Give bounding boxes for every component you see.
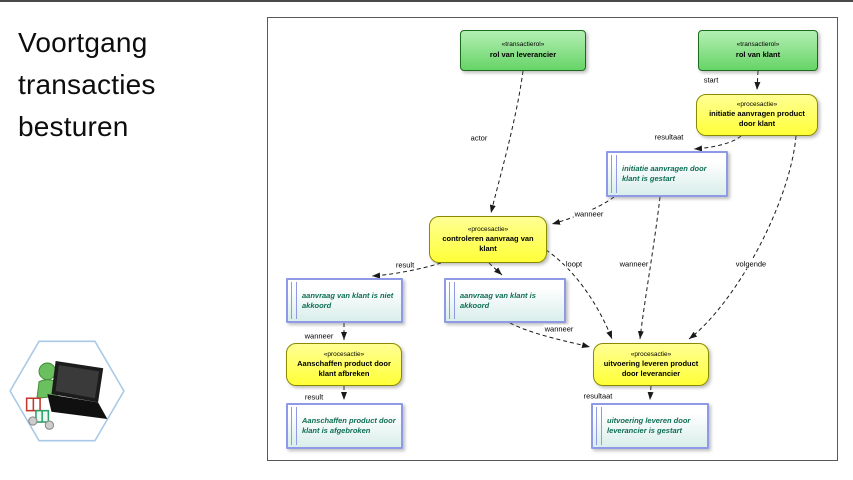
- node-state-initiatie-gestart: initiatie aanvragen door klant is gestar…: [606, 151, 728, 197]
- node-rol-van-klant: «transactierol» rol van klant: [698, 30, 818, 71]
- node-aanschaffen-afbreken: «procesactie» Aanschaffen product door k…: [286, 343, 402, 386]
- node-label: Aanschaffen product door klant afbreken: [297, 358, 391, 378]
- edge-resultaat-1: [693, 135, 742, 152]
- node-label: Aanschaffen product door klant is afgebr…: [302, 416, 396, 435]
- edge-wanneer-2: [637, 196, 661, 340]
- diagram-canvas: «transactierol» rol van leverancier «tra…: [267, 17, 838, 461]
- edge-label-loopt: loopt: [564, 259, 584, 269]
- edge-label-wanneer-4: wanneer: [543, 324, 575, 334]
- node-controleren-aanvraag: «procesactie» controleren aanvraag van k…: [429, 216, 547, 263]
- node-state-afgebroken: Aanschaffen product door klant is afgebr…: [286, 403, 403, 449]
- state-bars: [291, 282, 297, 319]
- edge-label-wanneer-1: wanneer: [573, 209, 605, 219]
- node-rol-van-leverancier: «transactierol» rol van leverancier: [460, 30, 586, 71]
- edge-resultaat-2: [647, 385, 654, 401]
- stereotype-label: «procesactie»: [323, 350, 365, 358]
- node-initiatie-aanvragen: «procesactie» initiatie aanvragen produc…: [696, 94, 818, 136]
- edge-arrows-layer: [341, 70, 797, 401]
- title-line: transacties: [18, 69, 156, 100]
- edge-label-resultaat-2: resultaat: [582, 391, 614, 401]
- node-label: aanvraag van klant is akkoord: [460, 290, 536, 310]
- stereotype-label: «transactierol»: [736, 41, 780, 49]
- edge-wanneer-4: [509, 322, 591, 348]
- edge-actor: [489, 70, 524, 214]
- node-label: initiatie aanvragen product door klant: [709, 109, 805, 129]
- node-label: controleren aanvraag van klant: [442, 233, 534, 253]
- edge-label-start: start: [702, 75, 720, 85]
- state-bars: [291, 407, 297, 445]
- node-label: rol van klant: [735, 49, 781, 59]
- stereotype-label: «transactierol»: [501, 41, 545, 49]
- edge-label-actor: actor: [469, 133, 489, 143]
- edge-label-volgende: volgende: [734, 259, 768, 269]
- node-label: uitvoering leveren door leverancier is g…: [607, 416, 691, 435]
- edge-label-result-1: result: [394, 260, 416, 270]
- edge-result-akkoord: [488, 262, 503, 276]
- edge-label-result-2: result: [303, 392, 325, 402]
- node-label: rol van leverancier: [489, 49, 557, 59]
- edge-label-wanneer-2: wanneer: [618, 259, 650, 269]
- edge-start: [754, 70, 761, 91]
- node-state-akkoord: aanvraag van klant is akkoord: [444, 278, 566, 323]
- node-state-niet-akkoord: aanvraag van klant is niet akkoord: [286, 278, 403, 323]
- state-bars: [611, 155, 617, 193]
- edge-label-wanneer-3: wanneer: [303, 331, 335, 341]
- node-uitvoering-leveren: «procesactie» uitvoering leveren product…: [593, 343, 709, 386]
- node-label: aanvraag van klant is niet akkoord: [302, 290, 394, 310]
- stereotype-label: «procesactie»: [630, 350, 672, 358]
- edge-result-1: [371, 262, 442, 279]
- edge-loopt: [545, 249, 613, 340]
- stereotype-label: «procesactie»: [467, 225, 509, 233]
- node-label: initiatie aanvragen door klant is gestar…: [622, 164, 707, 183]
- edge-label-resultaat-1: resultaat: [653, 132, 685, 142]
- node-state-leveren-gestart: uitvoering leveren door leverancier is g…: [591, 403, 709, 449]
- title-line: besturen: [18, 111, 129, 142]
- state-bars: [449, 282, 455, 319]
- title-line: Voortgang: [18, 27, 148, 58]
- edge-volgende: [688, 135, 797, 340]
- node-label: uitvoering leveren product door leveranc…: [603, 358, 699, 378]
- stereotype-label: «procesactie»: [736, 101, 778, 109]
- hexagon-clipart-figure-with-laptop: [9, 340, 125, 442]
- state-bars: [596, 407, 602, 445]
- page-title: Voortgang transacties besturen: [18, 22, 156, 148]
